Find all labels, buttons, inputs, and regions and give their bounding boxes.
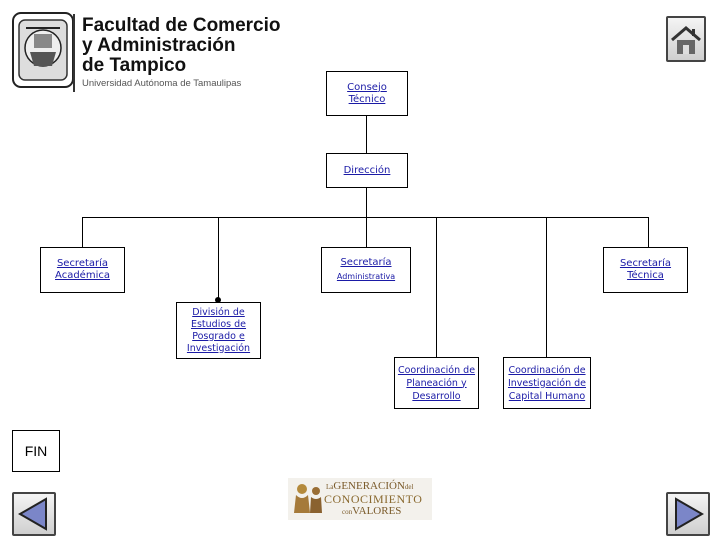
node-secretaria-administrativa[interactable]: Secretaría Administrativa [321,247,411,293]
node-consejo-tecnico-label: Consejo Técnico [347,81,387,105]
arrow-right-icon [675,497,705,531]
university-seal-icon [12,12,74,88]
footer-logo-line1-main: GENERACIÓN [333,480,405,492]
node-coordinacion-planeacion[interactable]: Coordinación de Planeación y Desarrollo [394,357,479,409]
connector-tecnica [648,217,649,248]
prev-button[interactable] [12,492,56,536]
footer-logo-line3: conVALORES [342,505,401,517]
university-name: Universidad Autónoma de Tamaulipas [82,78,242,89]
connector-administrativa [366,217,367,248]
home-button[interactable] [666,16,706,62]
node-secretaria-academica[interactable]: Secretaría Académica [40,247,125,293]
node-coordinacion-planeacion-label: Coordinación de Planeación y Desarrollo [397,364,476,402]
footer-logo-line2: CONOCIMIENTO [324,492,423,506]
figures-logo-icon [294,484,322,513]
faculty-title-line1: Facultad de Comercio [82,15,281,36]
footer-logo-line1-post: del [404,483,414,491]
fin-button[interactable]: FIN [12,430,60,472]
footer-logo-line1: LaGENERACIÓNdel [326,480,413,492]
node-division-posgrado[interactable]: División de Estudios de Posgrado e Inves… [176,302,261,359]
footer-logo-line3-pre: con [342,508,353,516]
footer-logo-line1-pre: La [326,483,334,491]
connector-posgrado [218,217,219,302]
fin-label: FIN [24,443,48,459]
node-direccion-label: Dirección [343,164,391,176]
faculty-title: Facultad de Comercio y Administración de… [82,15,281,90]
logo-divider [73,14,75,92]
connector-academica [82,217,83,248]
node-direccion[interactable]: Dirección [326,153,408,188]
node-secretaria-tecnica[interactable]: Secretaría Técnica [603,247,688,293]
node-secretaria-tecnica-label: Secretaría Técnica [619,258,672,281]
connector-planeacion [436,217,437,357]
faculty-title-line2: y Administración [82,35,236,56]
connector-horizontal-bus [82,217,649,218]
footer-logo: LaGENERACIÓNdel CONOCIMIENTO conVALORES [288,478,432,520]
node-coordinacion-capital[interactable]: Coordinación de Investigación de Capital… [503,357,591,409]
node-secretaria-academica-label: Secretaría Académica [55,258,110,281]
connector-direccion-down [366,188,367,218]
connector-consejo-direccion [366,116,367,154]
connector-capital [546,217,547,357]
node-secretaria-administrativa-sublabel: Administrativa [336,272,396,281]
next-button[interactable] [666,492,710,536]
footer-logo-line3-main: VALORES [352,505,402,517]
connector-posgrado-arrow [215,297,221,303]
node-division-posgrado-label: División de Estudios de Posgrado e Inves… [186,306,251,354]
node-secretaria-administrativa-label: Secretaría [340,257,392,268]
university-logo [12,12,74,88]
faculty-title-line3: de Tampico [82,55,187,76]
arrow-left-icon [17,497,47,531]
home-icon [671,26,701,54]
node-consejo-tecnico[interactable]: Consejo Técnico [326,71,408,116]
node-coordinacion-capital-label: Coordinación de Investigación de Capital… [507,364,587,402]
